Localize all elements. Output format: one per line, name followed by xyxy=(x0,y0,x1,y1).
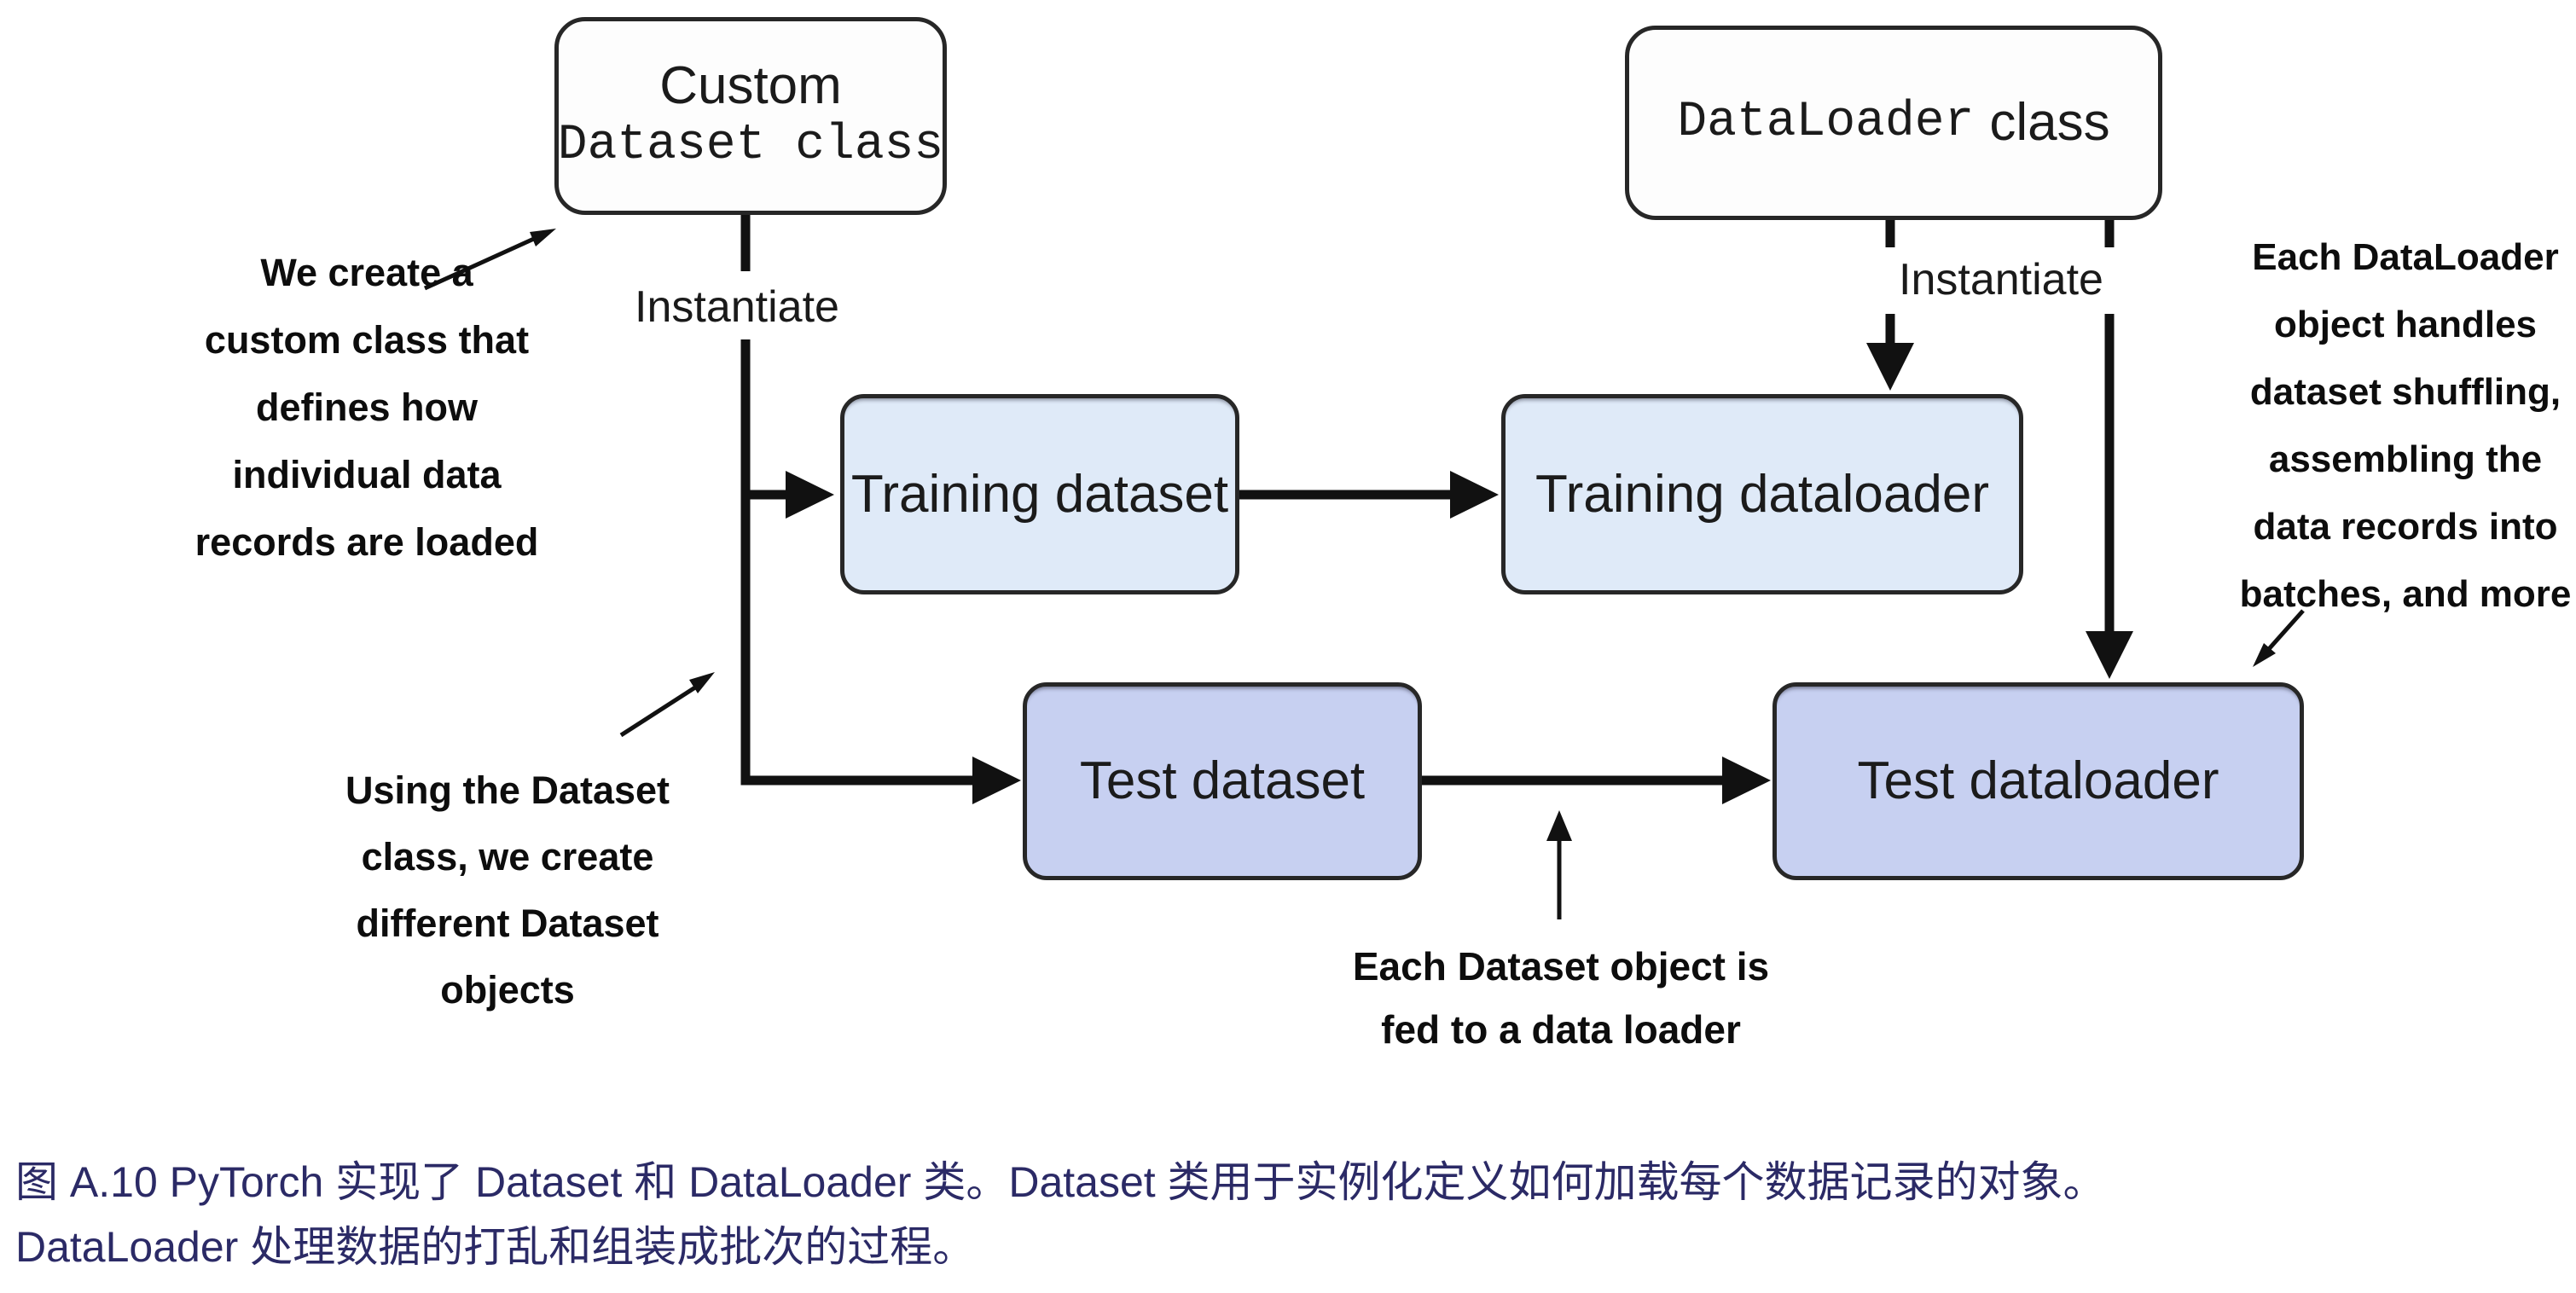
annotation-using-dataset-class: Using the Dataset class, we create diffe… xyxy=(281,757,734,1023)
annotation-line: custom class that xyxy=(204,318,530,362)
annotation-line: defines how xyxy=(255,386,479,429)
edge-test-dataset-to-test-dataloader xyxy=(1422,757,1771,804)
annotation-line: Using the Dataset xyxy=(345,768,670,812)
annotation-arrow-using-dataset-class xyxy=(619,672,715,738)
annotation-line: We create a xyxy=(260,251,473,294)
training-dataloader-label: Training dataloader xyxy=(1535,464,1989,524)
edge-branch-to-training-dataset xyxy=(746,471,834,519)
annotation-dataset-fed-to-loader: Each Dataset object is fed to a data loa… xyxy=(1348,935,1774,1061)
training-dataset-label: Training dataset xyxy=(850,464,1229,524)
annotation-line: individual data xyxy=(232,453,502,496)
annotation-line: batches, and more xyxy=(2239,573,2572,615)
annotation-line: assembling the xyxy=(2268,438,2543,480)
annotation-line: Each Dataset object is xyxy=(1352,944,1770,989)
edge-instantiate-to-training-dataloader xyxy=(1866,314,1914,391)
test-dataloader-label: Test dataloader xyxy=(1857,751,2219,810)
node-test-dataloader: Test dataloader xyxy=(1772,682,2304,880)
node-dataloader-class: DataLoader class xyxy=(1625,26,2162,220)
annotation-arrow-create-custom-class xyxy=(423,229,556,291)
annotation-line: objects xyxy=(440,968,575,1012)
node-test-dataset: Test dataset xyxy=(1023,682,1422,880)
node-custom-dataset-class: Custom Dataset class xyxy=(554,17,947,215)
edge-custom-to-test-dataset xyxy=(740,339,1021,804)
annotation-line: records are loaded xyxy=(194,520,539,564)
annotation-arrow-dataset-fed-to-loader xyxy=(1546,810,1572,919)
annotation-create-custom-class: We create a custom class that defines ho… xyxy=(128,239,606,576)
annotation-dataloader-object-handles: Each DataLoader object handles dataset s… xyxy=(2235,223,2576,628)
instantiate-label-right: Instantiate xyxy=(1865,254,2138,305)
annotation-line: dataset shuffling, xyxy=(2249,371,2561,413)
annotation-line: object handles xyxy=(2273,304,2538,345)
test-dataset-label: Test dataset xyxy=(1079,751,1366,810)
custom-dataset-class-line2: Dataset class xyxy=(557,118,944,173)
instantiate-label-left: Instantiate xyxy=(600,281,873,333)
annotation-line: class, we create xyxy=(361,835,654,878)
node-training-dataset: Training dataset xyxy=(840,394,1239,594)
caption-line-1: 图 A.10 PyTorch 实现了 Dataset 和 DataLoader … xyxy=(15,1158,2106,1206)
annotation-line: different Dataset xyxy=(356,902,659,945)
annotation-line: Each DataLoader xyxy=(2252,236,2559,278)
annotation-arrow-dataloader-object-handles xyxy=(2253,609,2305,667)
caption-line-2: DataLoader 处理数据的打乱和组装成批次的过程。 xyxy=(15,1223,976,1271)
annotation-line: data records into xyxy=(2253,506,2558,548)
dataloader-class-word: class xyxy=(1989,93,2110,152)
dataloader-class-name: DataLoader xyxy=(1677,95,1975,150)
annotation-line: fed to a data loader xyxy=(1381,1007,1741,1052)
node-training-dataloader: Training dataloader xyxy=(1501,394,2023,594)
custom-dataset-class-line1: Custom xyxy=(659,56,842,115)
edge-training-dataset-to-training-dataloader xyxy=(1239,471,1499,519)
edge-dataloader-to-test-dataloader xyxy=(2086,314,2133,679)
figure-caption: 图 A.10 PyTorch 实现了 Dataset 和 DataLoader … xyxy=(15,1150,2489,1279)
